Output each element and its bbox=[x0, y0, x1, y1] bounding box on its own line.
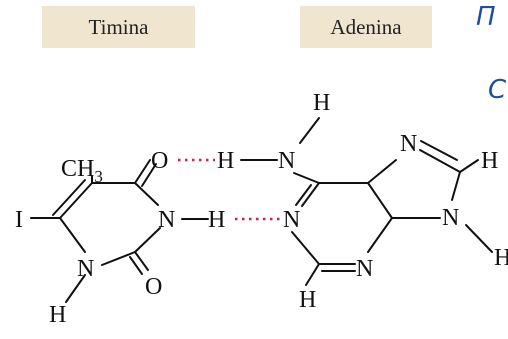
atom-h1: H bbox=[49, 302, 66, 328]
thymine-label: Timina bbox=[42, 6, 195, 48]
bond-c5-c6-double bbox=[52, 179, 86, 216]
atom-h-n6: H bbox=[217, 148, 234, 174]
bond-c4-o bbox=[134, 159, 151, 184]
bond-n7-c8-double bbox=[420, 140, 458, 161]
bond-n6-h bbox=[299, 117, 320, 144]
bond-c4-o-double bbox=[141, 163, 157, 187]
bond-n3-c2 bbox=[134, 227, 161, 253]
atom-n6: N bbox=[278, 148, 295, 174]
bond-c5-c4 bbox=[367, 182, 393, 219]
atom-h3: H bbox=[208, 207, 225, 233]
bond-c8-h bbox=[459, 159, 479, 173]
atom-h2: H bbox=[299, 287, 316, 313]
atom-h6: H bbox=[313, 90, 330, 116]
cropped-side-text-1: Π bbox=[476, 2, 496, 32]
atom-n1-adenine: N bbox=[283, 207, 300, 233]
atom-ch3: CH3 bbox=[61, 156, 103, 186]
bond-c6-n1 bbox=[59, 217, 86, 253]
bond-c2-o-double bbox=[129, 256, 143, 275]
atom-o2: O bbox=[145, 274, 162, 300]
atom-h8: H bbox=[481, 148, 498, 174]
atom-n1: N bbox=[77, 256, 94, 282]
bond-n7-c8 bbox=[419, 149, 461, 173]
bond-c5-c6 bbox=[59, 182, 93, 219]
atom-left-cut: I bbox=[15, 207, 23, 233]
adenine-label: Adenina bbox=[300, 6, 432, 48]
bond-c5-n7 bbox=[367, 159, 397, 184]
bond-c2-h bbox=[305, 263, 320, 286]
atom-o4: O bbox=[151, 148, 168, 174]
bond-c6-n1-double bbox=[295, 184, 312, 206]
atom-h9: H bbox=[494, 245, 508, 271]
bond-c2-o bbox=[134, 251, 149, 271]
atom-n9: N bbox=[442, 205, 459, 231]
bond-c4-n3 bbox=[134, 182, 159, 206]
cropped-side-text-2: С bbox=[488, 75, 507, 105]
atom-n3-adenine: N bbox=[356, 256, 373, 282]
bond-n1-h bbox=[65, 274, 86, 303]
bond-n1-c2 bbox=[101, 251, 136, 266]
bond-c6-n1 bbox=[301, 182, 320, 207]
bond-n1-c2 bbox=[291, 231, 320, 265]
bond-n6-c6 bbox=[293, 172, 320, 184]
thymine-bonds bbox=[30, 159, 209, 303]
atom-n7: N bbox=[400, 131, 417, 157]
bond-n9-h bbox=[465, 224, 493, 253]
bond-c8-n9 bbox=[451, 171, 461, 201]
atom-n3: N bbox=[158, 207, 175, 233]
adenine-bonds bbox=[240, 117, 493, 286]
bond-n3-c4 bbox=[367, 217, 393, 253]
